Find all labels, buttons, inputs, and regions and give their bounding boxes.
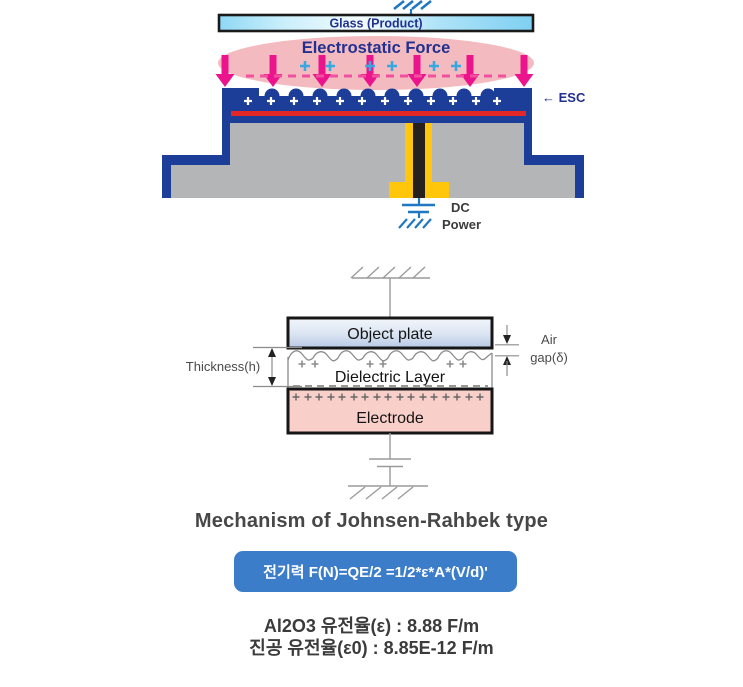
- air-gap-label-line2: gap(δ): [530, 350, 568, 365]
- esc-pointer-label: ← ESC: [542, 90, 586, 105]
- top-ground-icon: [393, 0, 432, 15]
- dc-power-label-line1: DC: [451, 200, 470, 215]
- mid-top-ground-icon: [350, 266, 430, 318]
- air-gap-dimension: Air gap(δ): [495, 325, 568, 376]
- dielectric-plus-charges: [297, 359, 468, 369]
- object-plate: Object plate: [286, 316, 494, 350]
- dc-power-symbol-icon: [398, 198, 435, 229]
- diagram-caption: Mechanism of Johnsen-Rahbek type: [194, 510, 549, 532]
- glass-bar: Glass (Product): [217, 13, 535, 33]
- permittivity-note-al2o3: Al2O3 유전율(ε) : 8.88 F/m: [263, 616, 480, 636]
- dc-power-label-line2: Power: [442, 217, 481, 232]
- object-plate-label: Object plate: [347, 326, 432, 343]
- power-feedthrough: [389, 123, 449, 198]
- permittivity-notes: Al2O3 유전율(ε) : 8.88 F/m 진공 유전율(ε0) : 8.8…: [0, 615, 743, 659]
- electrode-label: Electrode: [356, 410, 424, 427]
- electrostatic-force-ellipse: Electrostatic Force: [218, 36, 534, 90]
- mid-bottom-ground-icon: [348, 433, 428, 500]
- formula-box: 전기력 F(N)=QE/2 =1/2*ε*A*(V/d)': [234, 551, 517, 592]
- dielectric-layer: Dielectric Layer: [287, 350, 493, 388]
- esc-body: [162, 88, 584, 198]
- formula-text: 전기력 F(N)=QE/2 =1/2*ε*A*(V/d)': [263, 564, 488, 581]
- electrode-block: Electrode: [286, 387, 494, 435]
- thickness-dimension: Thickness(h): [186, 346, 302, 388]
- glass-label: Glass (Product): [329, 17, 422, 31]
- air-gap-label-line1: Air: [541, 332, 558, 347]
- diagram-canvas: Glass (Product) Electrostatic Force: [162, 0, 586, 500]
- permittivity-note-vacuum: 진공 유전율(ε0) : 8.85E-12 F/m: [249, 638, 494, 658]
- dielectric-label: Dielectric Layer: [335, 369, 446, 386]
- base-pedestal: [171, 123, 575, 198]
- electrode-red-line: [231, 111, 526, 116]
- force-label: Electrostatic Force: [302, 39, 451, 57]
- thickness-label: Thickness(h): [186, 359, 260, 374]
